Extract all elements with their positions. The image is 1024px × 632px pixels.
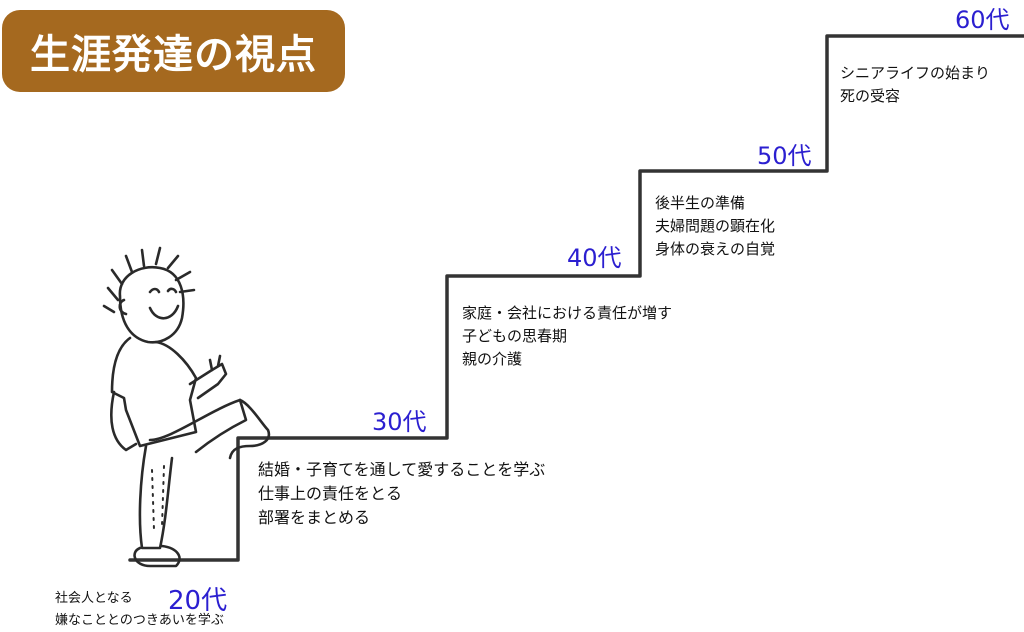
stage-notes-50s: 後半生の準備 夫婦問題の顕在化 身体の衰えの自覚 — [655, 192, 775, 261]
stage-notes-30s: 結婚・子育てを通して愛することを学ぶ 仕事上の責任をとる 部署をまとめる — [258, 458, 545, 530]
note-item: シニアライフの始まり — [840, 64, 991, 82]
title-badge: 生涯発達の視点 — [2, 10, 345, 92]
note-item: 社会人となる — [55, 591, 133, 606]
climbing-man-illustration — [102, 246, 271, 568]
note-item: 夫婦問題の顕在化 — [655, 217, 776, 235]
age-label-40s: 40代 — [567, 244, 622, 272]
note-item: 部署をまとめる — [258, 508, 371, 527]
page-title: 生涯発達の視点 — [30, 32, 317, 78]
note-item: 身体の衰えの自覚 — [655, 240, 776, 258]
note-item: 家庭・会社における責任が増す — [462, 304, 673, 322]
age-label-30s: 30代 — [372, 408, 427, 436]
note-item: 子どもの思春期 — [462, 327, 568, 345]
age-label-20s: 20代 — [168, 586, 228, 616]
stage-notes-60s: シニアライフの始まり 死の受容 — [840, 62, 990, 108]
staircase-line — [128, 34, 1024, 562]
note-item: 結婚・子育てを通して愛することを学ぶ — [258, 460, 546, 479]
age-label-60s: 60代 — [955, 6, 1010, 34]
note-item: 死の受容 — [840, 87, 901, 105]
stage-notes-40s: 家庭・会社における責任が増す 子どもの思春期 親の介護 — [462, 302, 672, 371]
note-item: 仕事上の責任をとる — [258, 484, 403, 503]
note-item: 後半生の準備 — [655, 194, 746, 212]
stage-notes-20s: 社会人となる 嫌なこととのつきあいを学ぶ — [55, 588, 224, 632]
note-item: 嫌なこととのつきあいを学ぶ — [55, 613, 224, 628]
age-label-50s: 50代 — [757, 142, 812, 170]
note-item: 親の介護 — [462, 350, 523, 368]
